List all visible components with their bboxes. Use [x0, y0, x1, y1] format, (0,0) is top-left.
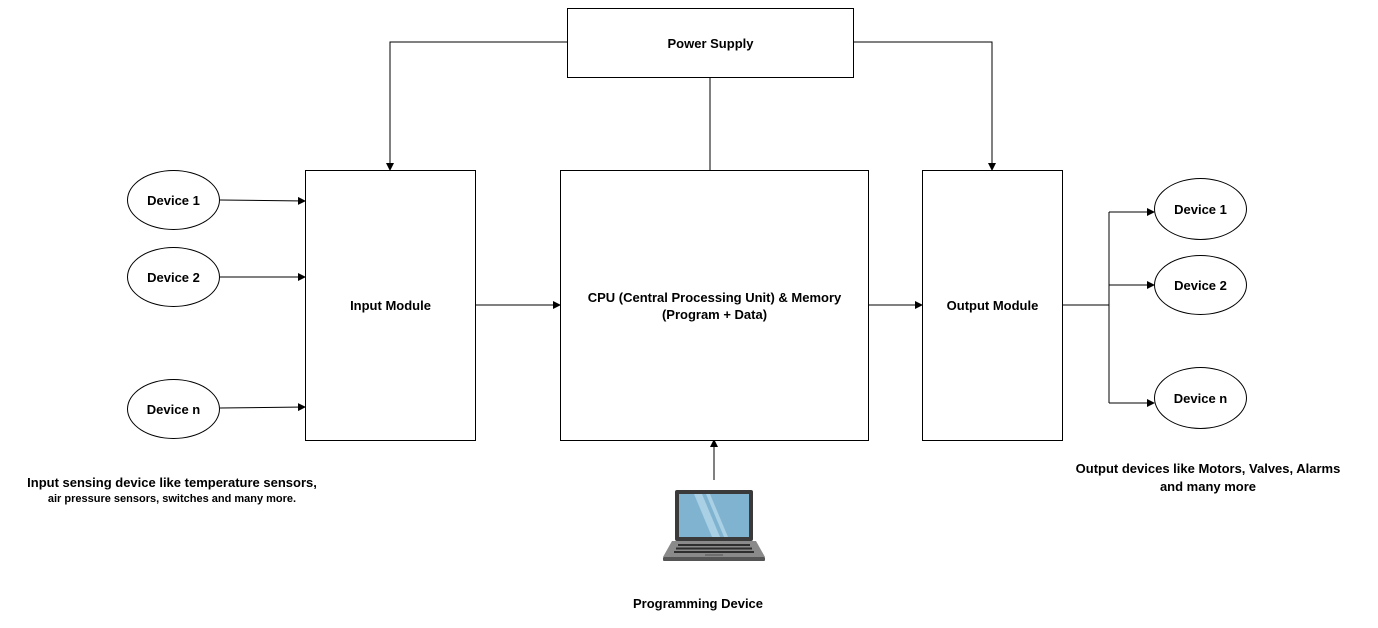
input-caption-line1: Input sensing device like temperature se…	[27, 475, 317, 490]
output-device-2-label: Device 2	[1174, 277, 1227, 293]
power-to-output-connector	[853, 41, 996, 171]
output-module-label: Output Module	[946, 298, 1039, 313]
input-module-label: Input Module	[350, 298, 431, 313]
cpu-label-line2: (Program + Data)	[661, 306, 768, 322]
power-supply-label: Power Supply	[667, 35, 754, 51]
power-to-input-connector	[386, 41, 568, 171]
programming-device-label: Programming Device	[632, 596, 764, 611]
input-module-box: Input Module	[305, 170, 476, 441]
input-device-1-label: Device 1	[147, 192, 200, 208]
power-supply-box: Power Supply	[567, 8, 854, 78]
output-device-2: Device 2	[1154, 255, 1247, 315]
output-device-n: Device n	[1154, 367, 1247, 429]
output-caption: Output devices like Motors, Valves, Alar…	[1058, 460, 1358, 496]
input-device-2: Device 2	[127, 247, 220, 307]
output-caption-line2: and many more	[1159, 479, 1257, 494]
output-caption-line1: Output devices like Motors, Valves, Alar…	[1075, 461, 1341, 476]
laptop-icon	[663, 490, 765, 561]
output-device-n-label: Device n	[1173, 390, 1228, 406]
output-device-1: Device 1	[1154, 178, 1247, 240]
input-device-n-label: Device n	[146, 401, 201, 417]
input-device-2-label: Device 2	[147, 269, 200, 285]
input-device-n: Device n	[127, 379, 220, 439]
input-device-n-connector	[219, 403, 306, 412]
input-caption: Input sensing device like temperature se…	[0, 474, 344, 507]
cpu-label-line1: CPU (Central Processing Unit) & Memory	[587, 289, 842, 305]
input-caption-line2: air pressure sensors, switches and many …	[47, 493, 297, 505]
cpu-memory-box: CPU (Central Processing Unit) & Memory (…	[560, 170, 869, 441]
output-device-1-label: Device 1	[1174, 201, 1227, 217]
input-device-1: Device 1	[127, 170, 220, 230]
input-device-1-connector	[219, 196, 306, 205]
output-module-box: Output Module	[922, 170, 1063, 441]
